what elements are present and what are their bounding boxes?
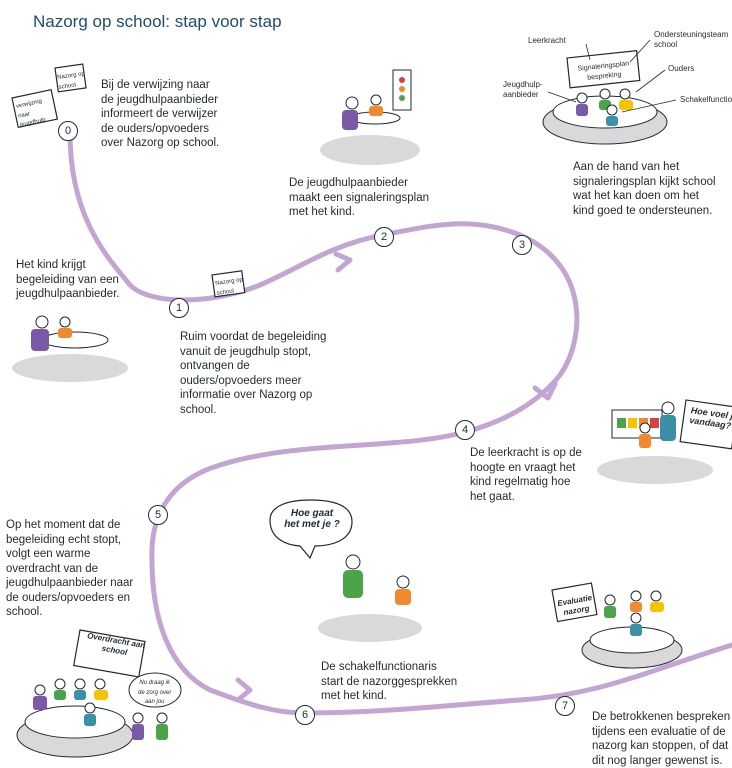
journey-path [67,130,732,716]
speech-bubble-hoe-gaat [269,499,353,560]
step-marker-7: 7 [555,696,575,716]
scene-teacher-check [597,399,732,484]
step-3-text: Aan de hand van het signaleringsplan kij… [573,161,716,217]
arrowhead-2 [532,381,558,401]
label-ouders: Ouders [668,64,695,73]
step-0-text: Bij de verwijzing naar de jeugdhulpaanbi… [101,79,220,149]
bubble-hoe-gaat-text: Hoe gaat het met je ? [284,508,340,530]
step-marker-0: 0 [58,121,78,141]
step-6-text: De schakelfunctionaris start de nazorgge… [321,661,458,702]
paper-nazorg-label: Nazorg op school [56,71,86,91]
scene-signaleringsplan [320,69,420,165]
arrowhead-1 [333,251,353,273]
label-jeugdhulpaanbieder: Jeugdhulp- aanbieder [503,80,543,99]
step-marker-2: 2 [374,227,394,247]
step-marker-5: 5 [148,505,168,525]
scene-conversation [269,499,422,642]
step-marker-3: 3 [512,235,532,255]
step-2-text: De jeugdhulpaanbieder maakt een signaler… [289,177,430,218]
page-title: Nazorg op school: stap voor stap [33,12,282,31]
referral-paper [11,88,59,129]
step-4-text: De leerkracht is op de hoogte en vraagt … [470,447,582,503]
step-1-text: Ruim voordat de begeleiding vanuit de je… [180,331,327,416]
label-leerkracht: Leerkracht [528,36,566,45]
bubble-zorg-text: Nu draag ik de zorg over aan jou [138,680,172,705]
label-ondersteuningsteam: Ondersteuningsteam school [654,30,729,49]
scene-counseling [12,315,128,382]
step-marker-6: 6 [295,705,315,725]
scene-evaluation [551,582,683,669]
paper-verwijzing-label: verwijzing naar jeugdhulp [15,98,47,129]
step-7-text: De betrokkenen bespreken tijdens een eva… [592,711,731,767]
info-paper [54,63,87,93]
intro-text: Het kind krijgt begeleiding van een jeug… [16,259,120,300]
step-marker-1: 1 [169,298,189,318]
scene-team-meeting [542,39,677,145]
arrowhead-3 [235,677,253,703]
info-paper-2 [211,270,246,298]
label-schakelfunctionaris: Schakelfunctionaris [680,95,732,104]
paper-nazorg-label-2: Nazorg op school [214,277,244,297]
step-5-text: Op het moment dat de begeleiding echt st… [6,519,134,618]
scene-handover [16,629,182,758]
step-marker-4: 4 [455,420,475,440]
